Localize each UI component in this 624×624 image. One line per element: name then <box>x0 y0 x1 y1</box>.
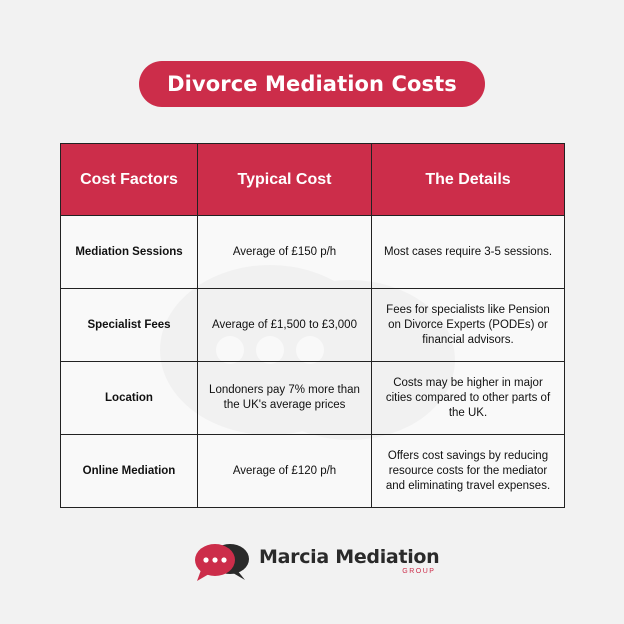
cell-factor: Mediation Sessions <box>60 215 198 289</box>
cell-details: Costs may be higher in major cities comp… <box>371 361 565 435</box>
brand-logo: Marcia Mediation GROUP <box>193 540 440 582</box>
table-header-row: Cost Factors Typical Cost The Details <box>60 143 565 216</box>
logo-subtitle: GROUP <box>402 568 436 575</box>
table-row: Online Mediation Average of £120 p/h Off… <box>60 434 565 508</box>
cell-factor: Specialist Fees <box>60 288 198 362</box>
header-cost-factors: Cost Factors <box>60 143 198 216</box>
cell-cost: Londoners pay 7% more than the UK's aver… <box>197 361 372 435</box>
cell-cost: Average of £120 p/h <box>197 434 372 508</box>
table-row: Location Londoners pay 7% more than the … <box>60 361 565 435</box>
cell-factor: Online Mediation <box>60 434 198 508</box>
cell-details: Fees for specialists like Pension on Div… <box>371 288 565 362</box>
cell-details: Most cases require 3-5 sessions. <box>371 215 565 289</box>
header-typical-cost: Typical Cost <box>197 143 372 216</box>
cell-cost: Average of £150 p/h <box>197 215 372 289</box>
cell-details: Offers cost savings by reducing resource… <box>371 434 565 508</box>
page-title: Divorce Mediation Costs <box>139 61 485 107</box>
cost-table: Cost Factors Typical Cost The Details Me… <box>60 143 565 508</box>
header-the-details: The Details <box>371 143 565 216</box>
table-row: Specialist Fees Average of £1,500 to £3,… <box>60 288 565 362</box>
logo-name: Marcia Mediation <box>259 546 440 568</box>
speech-bubbles-icon <box>195 544 249 581</box>
cell-cost: Average of £1,500 to £3,000 <box>197 288 372 362</box>
cell-factor: Location <box>60 361 198 435</box>
table-row: Mediation Sessions Average of £150 p/h M… <box>60 215 565 289</box>
